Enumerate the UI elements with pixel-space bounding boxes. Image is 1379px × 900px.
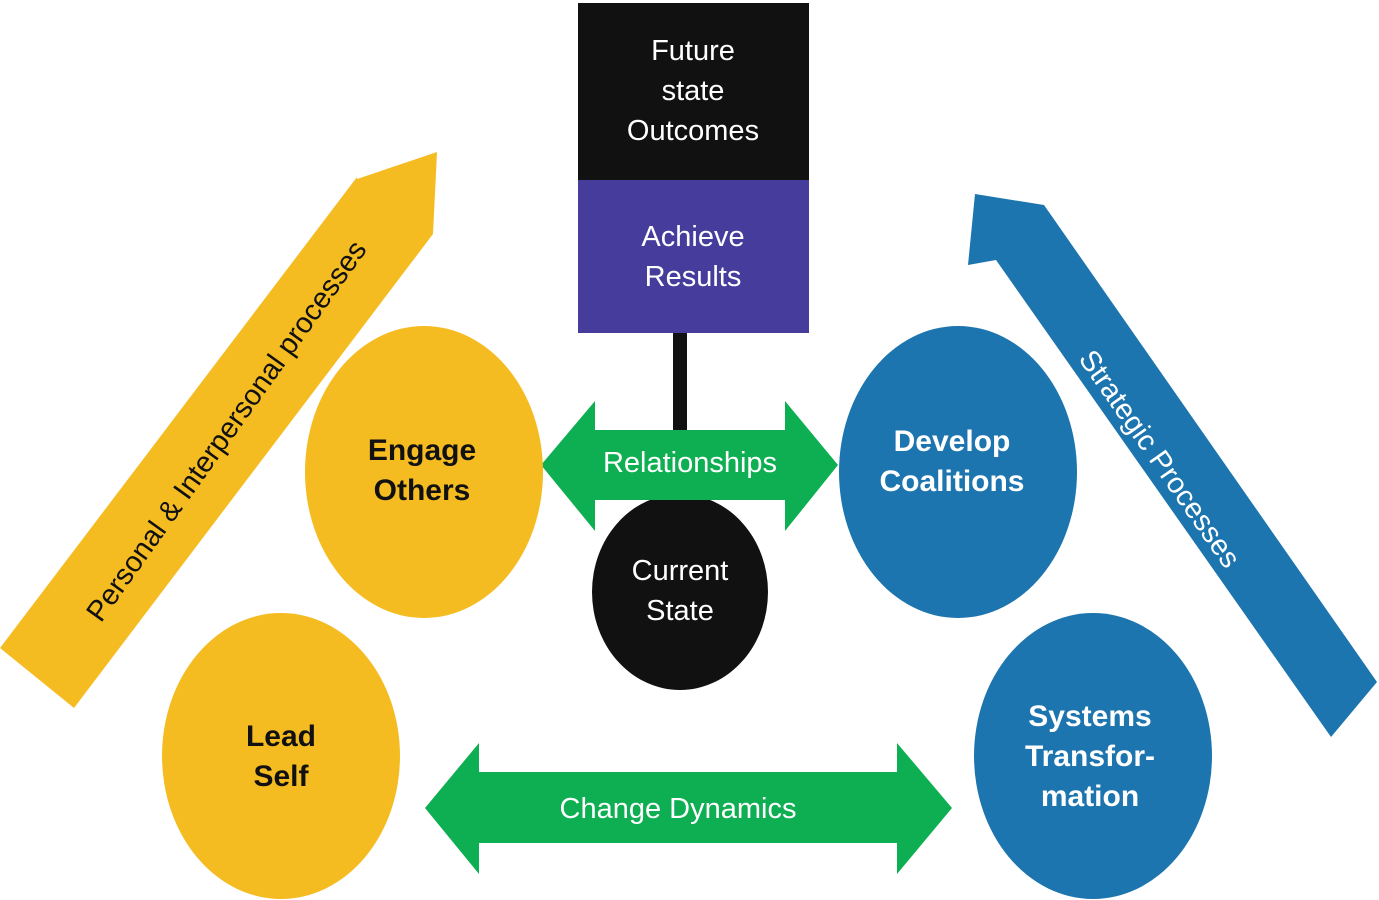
develop-coalitions-line1: Develop — [894, 425, 1011, 458]
achieve-results-line2: Results — [645, 261, 742, 293]
develop-coalitions-ellipse — [839, 326, 1077, 618]
engage-others-ellipse — [305, 326, 543, 618]
achieve-results-line1: Achieve — [641, 221, 744, 253]
develop-coalitions-line2: Coalitions — [879, 465, 1024, 498]
strategic-processes-arrow — [968, 194, 1377, 737]
lead-self-line2: Self — [253, 760, 309, 793]
future-state-line1: Future — [651, 35, 735, 67]
vertical-connector — [673, 333, 687, 433]
relationships-label: Relationships — [603, 447, 777, 479]
personal-processes-arrow — [0, 152, 437, 708]
relationships-arrow — [541, 401, 838, 531]
current-state-ellipse — [592, 494, 768, 690]
future-state-line3: Outcomes — [627, 115, 759, 147]
future-state-line2: state — [662, 75, 725, 107]
engage-others-line2: Others — [374, 474, 471, 507]
systems-transformation-line3: mation — [1041, 780, 1139, 813]
lead-self-ellipse — [162, 613, 400, 899]
change-dynamics-label: Change Dynamics — [560, 793, 797, 825]
systems-transformation-line2: Transfor- — [1025, 740, 1155, 773]
systems-transformation-line1: Systems — [1028, 700, 1151, 733]
engage-others-line1: Engage — [368, 434, 476, 467]
systems-transformation-ellipse — [974, 613, 1212, 899]
future-state-box — [578, 3, 809, 180]
lead-self-line1: Lead — [246, 720, 316, 753]
change-dynamics-arrow — [425, 743, 952, 874]
current-state-line2: State — [646, 595, 714, 627]
achieve-results-box — [578, 180, 809, 333]
current-state-line1: Current — [632, 555, 729, 587]
